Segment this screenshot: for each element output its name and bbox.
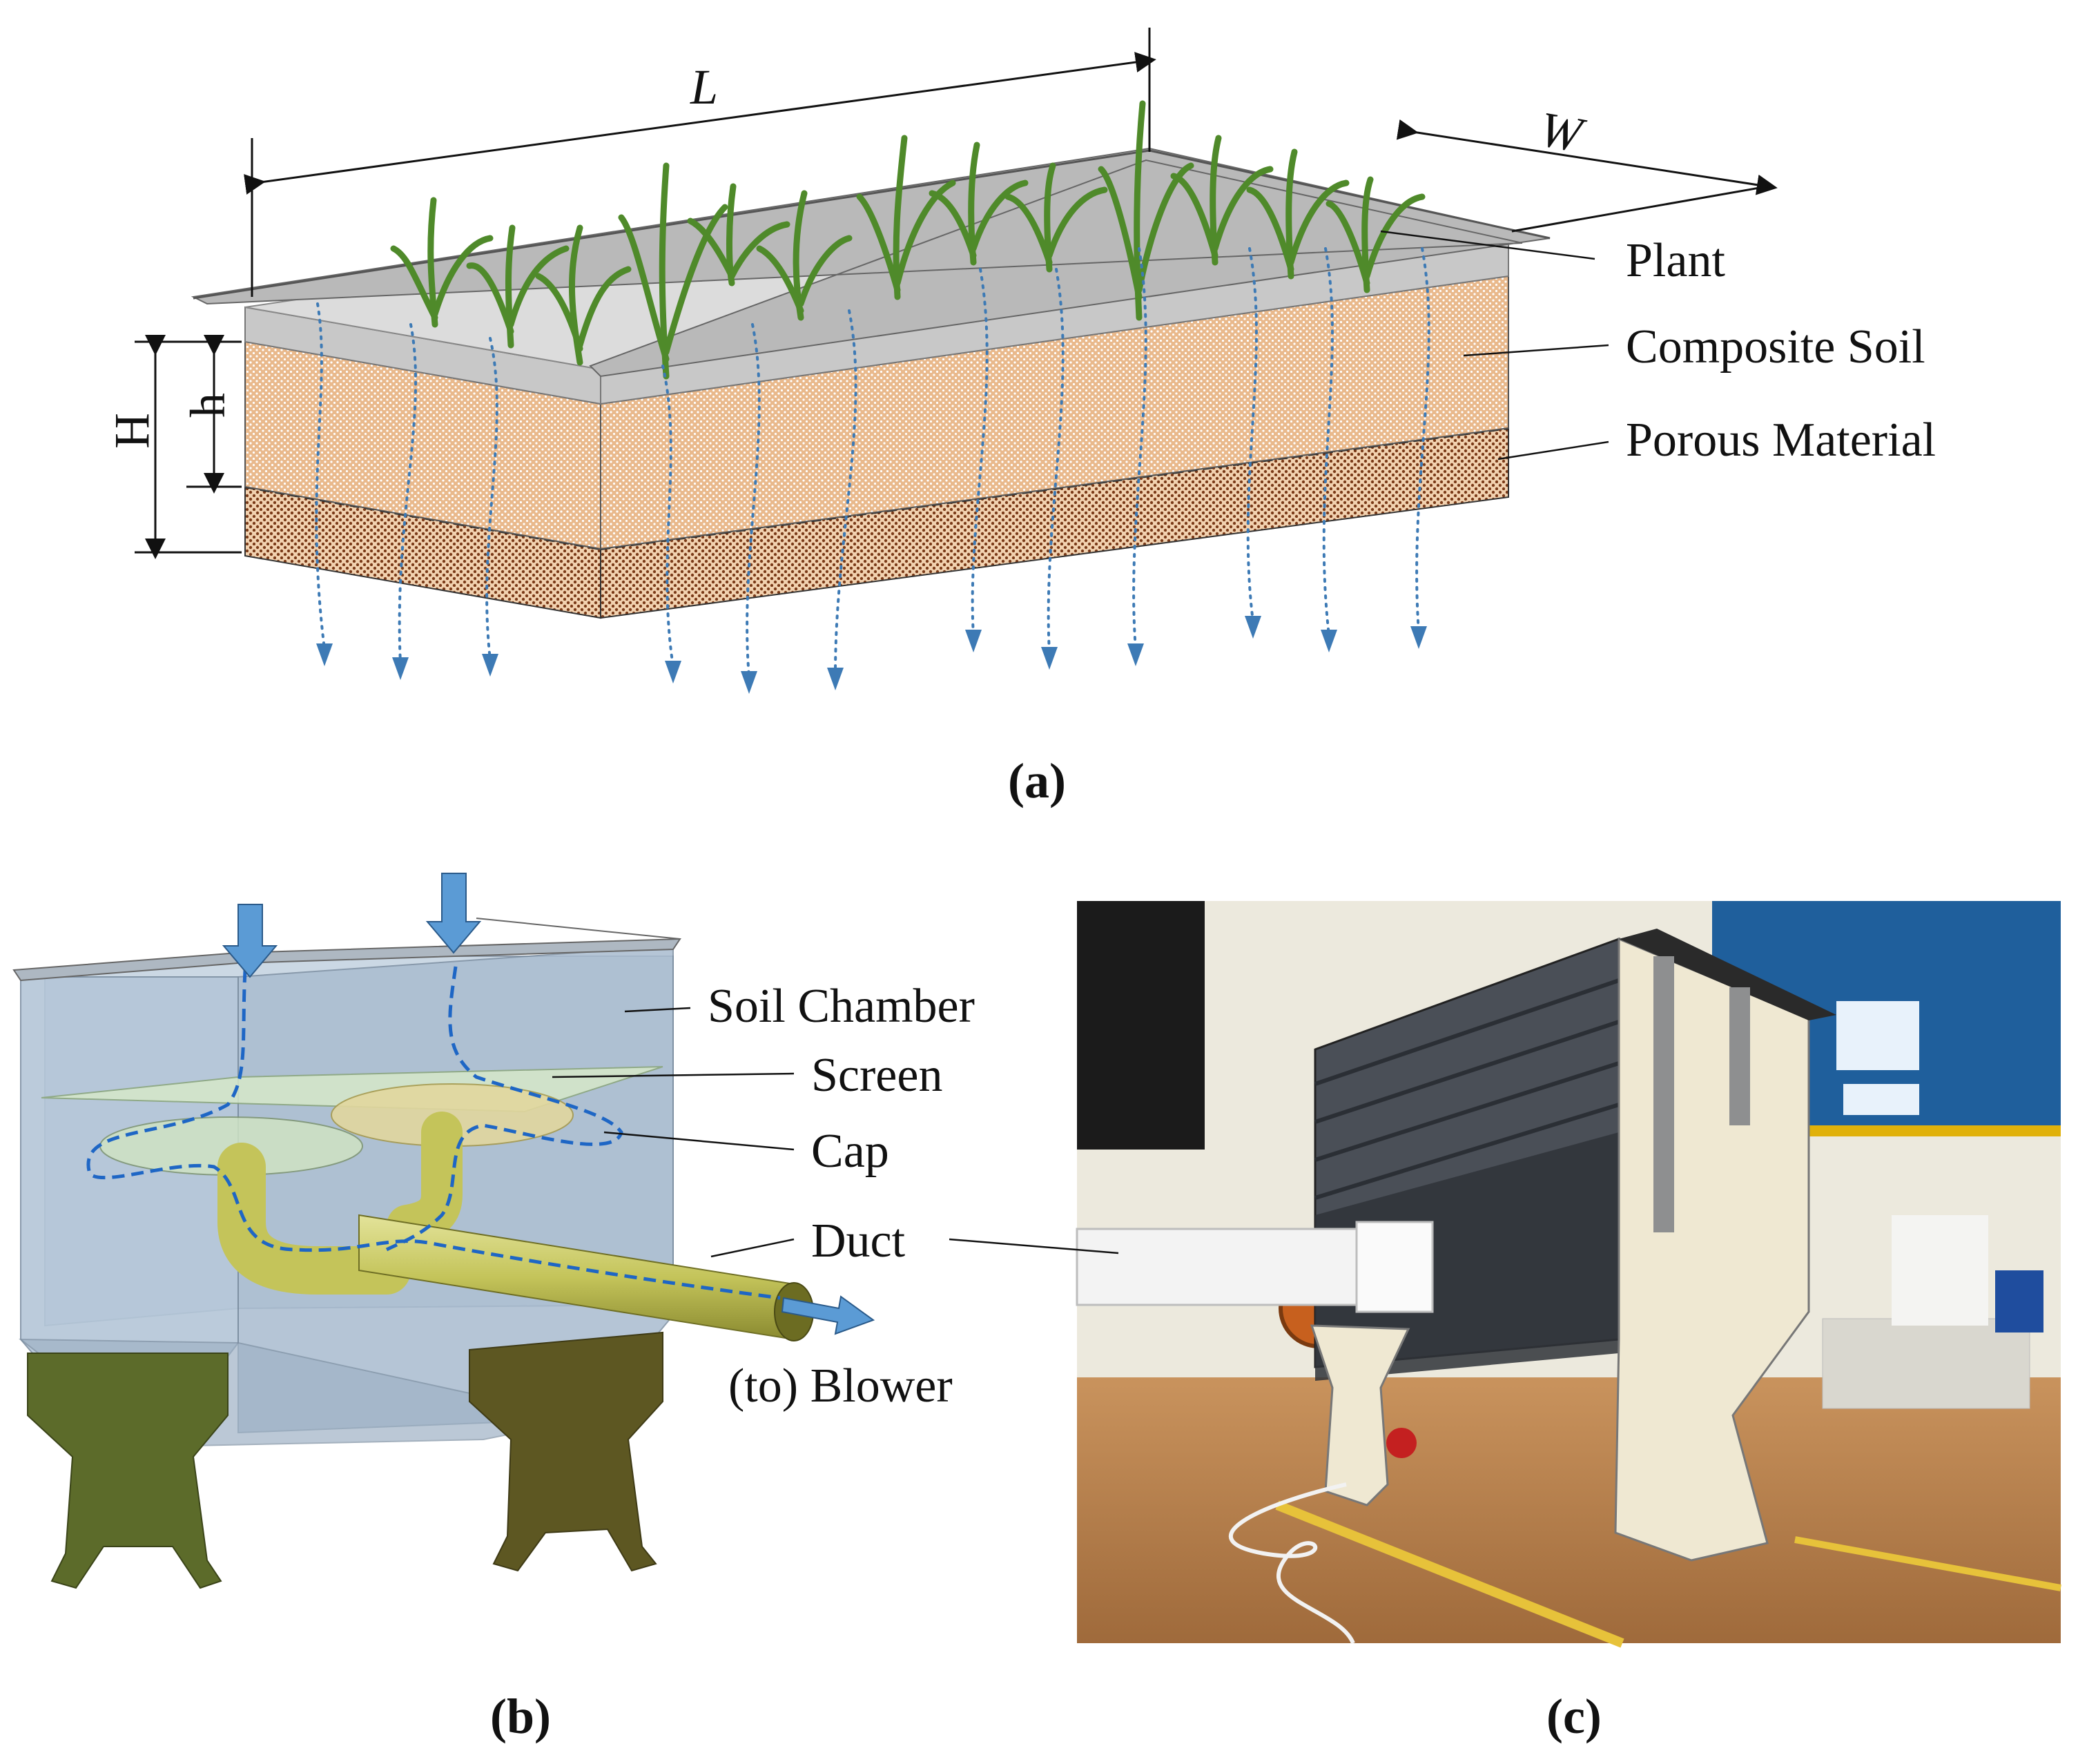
panel-b-soil-chamber-model: Soil Chamber Screen Cap Duct (to) Blower…: [12, 873, 975, 1744]
dim-label-h: h: [180, 393, 235, 418]
pipe-left-elbow: [217, 1143, 411, 1295]
label-porous-material: Porous Material: [1626, 414, 1936, 467]
photo-duct-pipe: [1076, 1228, 1368, 1306]
inflow-arrow-left: [222, 904, 278, 978]
duct-leader-to-photo: [949, 1238, 1119, 1254]
label-composite-soil: Composite Soil: [1626, 320, 1925, 374]
water-flow-arrows: [315, 247, 1430, 678]
photo-floor: [1077, 1377, 2061, 1643]
dim-label-H: H: [104, 413, 159, 449]
label-blower: (to) Blower: [728, 1359, 953, 1413]
plants: [390, 100, 1426, 380]
photo-blue-jug: [1995, 1270, 2043, 1332]
panel-c-photo: (c): [949, 901, 2061, 1744]
dim-label-W: W: [1535, 101, 1590, 163]
stand-right: [469, 1331, 663, 1572]
dim-label-L: L: [690, 59, 718, 115]
caption-b: (b): [490, 1689, 551, 1744]
stand-left: [27, 1353, 229, 1589]
label-screen: Screen: [811, 1049, 942, 1102]
label-plant: Plant: [1626, 234, 1725, 287]
caption-c: (c): [1546, 1689, 1602, 1744]
photo-red-valve: [1386, 1428, 1417, 1458]
dimension-lines: [135, 28, 1778, 559]
panel-a-planter-box: L W H h Plant Composite Soil Porous Mate…: [104, 28, 1936, 808]
water-flow-arrowheads: [316, 616, 1427, 694]
outflow-arrow: [781, 1295, 875, 1335]
air-flow-path: [86, 966, 781, 1300]
panel-b-leaders: [552, 1007, 795, 1258]
label-duct: Duct: [811, 1214, 906, 1268]
label-soil-chamber: Soil Chamber: [708, 980, 975, 1033]
panel-a-leaders: [1380, 230, 1609, 461]
photo-machine-stand: [1310, 1324, 1410, 1506]
label-cap: Cap: [811, 1125, 889, 1178]
photo-blackboard: [1077, 901, 1205, 1150]
inflow-arrow-right: [425, 873, 482, 954]
caption-a: (a): [1008, 753, 1066, 808]
